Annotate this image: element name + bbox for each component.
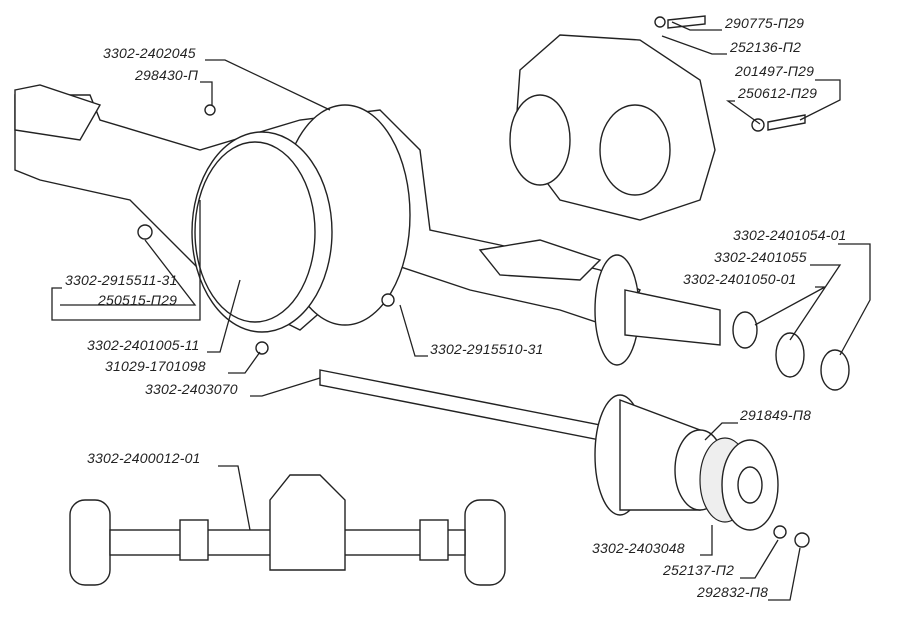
part-label-298430: 298430-П: [135, 67, 199, 83]
part-label-3302-2401055: 3302-2401055: [714, 249, 807, 265]
axle-assembly-overview: [69, 104, 506, 586]
part-label-291849: 291849-П8: [740, 407, 812, 423]
part-label-3302-2402045: 3302-2402045: [103, 45, 196, 61]
part-label-3302-2915510-31: 3302-2915510-31: [430, 341, 544, 357]
axle-flange-and-stub: [594, 254, 850, 391]
part-label-292832: 292832-П8: [697, 584, 769, 600]
part-label-201497: 201497-П29: [735, 63, 815, 79]
part-label-3302-2401005-11: 3302-2401005-11: [87, 337, 200, 353]
part-label-290775: 290775-П29: [725, 15, 805, 31]
part-label-3302-2401054-01: 3302-2401054-01: [733, 227, 847, 243]
part-label-252136: 252136-П2: [730, 39, 802, 55]
part-label-31029-1701098: 31029-1701098: [105, 358, 206, 374]
part-label-3302-2403048: 3302-2403048: [592, 540, 685, 556]
leader-lines: [51, 21, 871, 601]
differential-case: [509, 15, 806, 221]
part-label-3302-2400012-01: 3302-2400012-01: [87, 450, 201, 466]
axle-shaft: [319, 369, 810, 548]
part-label-252137: 252137-П2: [663, 562, 735, 578]
differential-cover: [191, 104, 411, 333]
part-label-3302-2915511-31: 3302-2915511-31: [65, 272, 178, 288]
part-label-3302-2403070: 3302-2403070: [145, 381, 238, 397]
part-label-250612: 250612-П29: [738, 85, 818, 101]
part-label-250515: 250515-П29: [98, 292, 178, 308]
part-label-3302-2401050-01: 3302-2401050-01: [683, 271, 797, 287]
